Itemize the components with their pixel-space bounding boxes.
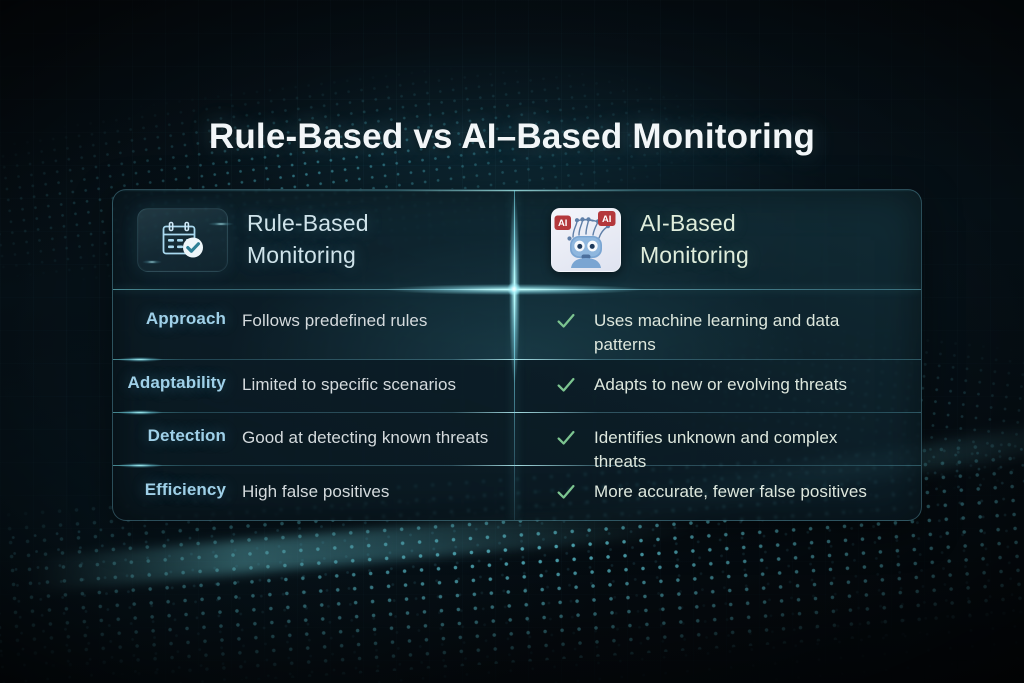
check-icon bbox=[557, 430, 575, 445]
column-header-ai-based: AI AI AI-Based Monitoring bbox=[515, 190, 921, 289]
column-header-rule-based: Rule-Based Monitoring bbox=[113, 190, 538, 289]
column-title-line1: Rule-Based bbox=[247, 210, 369, 237]
check-icon bbox=[557, 313, 575, 328]
row-separator-3 bbox=[113, 463, 921, 468]
row-label: Efficiency bbox=[144, 480, 226, 499]
calendar-check-icon-tile bbox=[137, 207, 234, 272]
table-row-right-adaptability: Adapts to new or evolving threats bbox=[515, 373, 921, 397]
row-value-left: High false positives bbox=[242, 482, 390, 501]
table-row-left-approach: Approach Follows predefined rules bbox=[113, 309, 514, 333]
row-value-left: Good at detecting known threats bbox=[242, 428, 489, 447]
ai-badges: AI AI bbox=[554, 210, 616, 230]
row-label: Approach bbox=[145, 309, 226, 328]
row-value-left: Follows predefined rules bbox=[242, 311, 428, 330]
svg-text:AI: AI bbox=[558, 218, 568, 229]
column-title-line1: AI-Based bbox=[640, 210, 736, 237]
table-row-left-efficiency: Efficiency High false positives bbox=[113, 480, 514, 504]
svg-text:AI: AI bbox=[602, 214, 612, 225]
table-row-right-approach: Uses machine learning and data patterns bbox=[515, 309, 921, 357]
tile-spark-left bbox=[142, 259, 162, 264]
separator-spark bbox=[117, 357, 163, 362]
row-value-right: More accurate, fewer false positives bbox=[594, 482, 867, 501]
check-icon bbox=[557, 377, 575, 392]
table-row-left-detection: Detection Good at detecting known threat… bbox=[113, 426, 514, 450]
tile-spark-right bbox=[208, 221, 234, 226]
comparison-panel: Rule-Based Monitoring bbox=[112, 189, 922, 521]
separator-spark bbox=[117, 410, 163, 415]
row-value-right: Adapts to new or evolving threats bbox=[594, 375, 848, 394]
row-separator-2 bbox=[113, 410, 921, 415]
row-value-right: Identifies unknown and complex threats bbox=[594, 428, 838, 472]
column-title-line2: Monitoring bbox=[640, 241, 749, 268]
column-title-ai-based: AI-Based Monitoring bbox=[640, 208, 749, 270]
check-icon bbox=[557, 484, 575, 499]
table-row-left-adaptability: Adaptability Limited to specific scenari… bbox=[113, 373, 514, 397]
column-title-line2: Monitoring bbox=[247, 241, 356, 268]
calendar-check-icon bbox=[162, 221, 203, 257]
divider-cross-core bbox=[507, 282, 521, 296]
ai-robot-icon-tile: AI AI bbox=[551, 207, 621, 272]
column-title-rule-based: Rule-Based Monitoring bbox=[247, 208, 369, 270]
table-row-right-efficiency: More accurate, fewer false positives bbox=[515, 480, 921, 504]
separator-spark bbox=[117, 463, 163, 468]
row-label: Adaptability bbox=[127, 373, 226, 392]
ai-robot-icon bbox=[567, 216, 611, 268]
table-row-right-detection: Identifies unknown and complex threats bbox=[515, 426, 921, 474]
row-value-left: Limited to specific scenarios bbox=[242, 375, 457, 394]
page-title: Rule-Based vs AI–Based Monitoring bbox=[208, 117, 816, 156]
row-value-right: Uses machine learning and data patterns bbox=[594, 311, 840, 355]
row-label: Detection bbox=[147, 426, 226, 445]
panel-top-glow bbox=[113, 190, 921, 191]
